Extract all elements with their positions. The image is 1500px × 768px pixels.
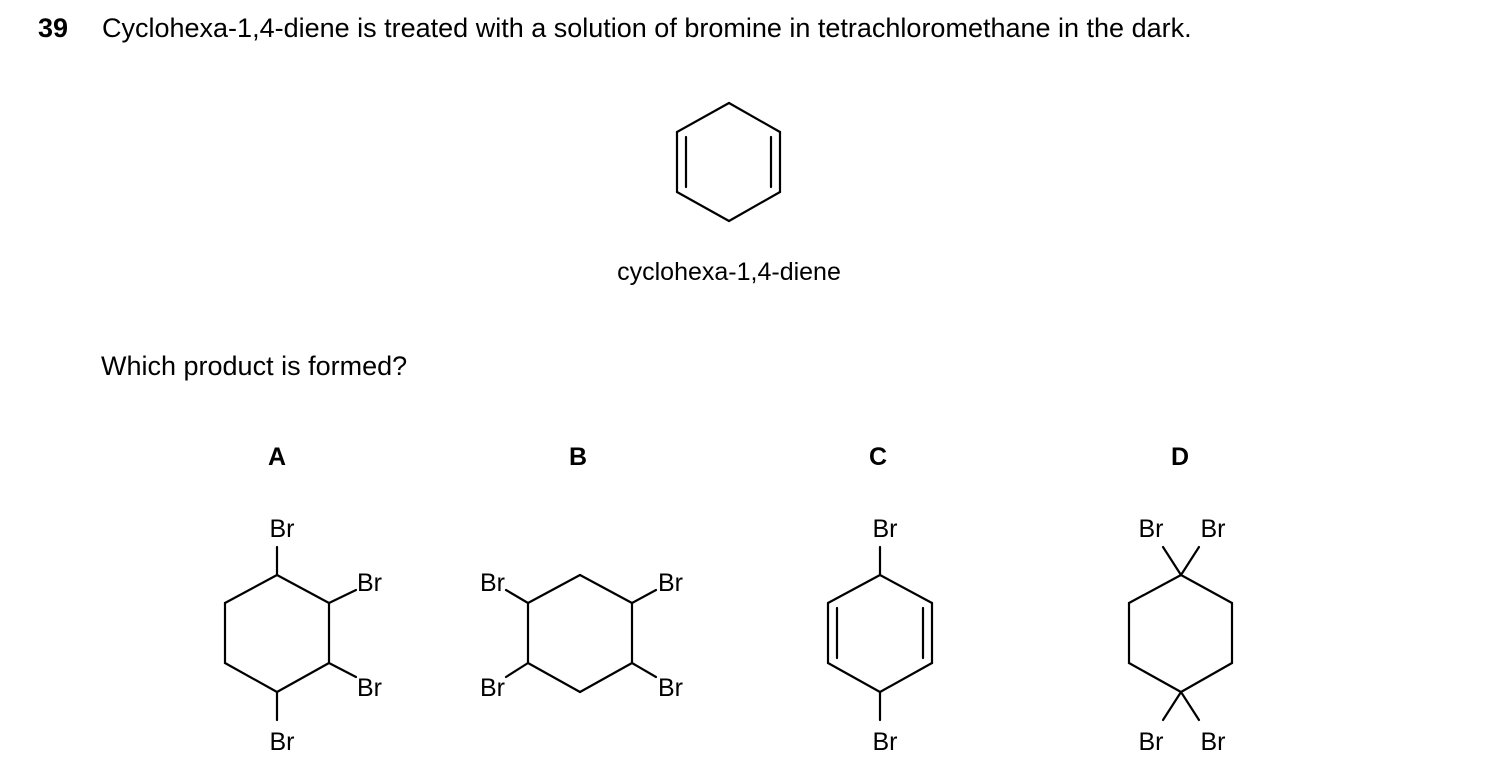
option-d-label: Br (1139, 728, 1164, 756)
question-text: Cyclohexa-1,4-diene is treated with a so… (102, 13, 1192, 43)
option-b: B Br Br Br Br (480, 443, 683, 702)
reactant-structure (675, 101, 782, 223)
option-a-label: Br (357, 674, 382, 702)
option-b-letter: B (569, 443, 587, 471)
option-a-label: Br (357, 569, 382, 597)
option-a-label: Br (270, 515, 295, 543)
option-c-label: Br (873, 728, 898, 756)
reactant-name: cyclohexa-1,4-diene (617, 258, 841, 286)
question-prompt: Which product is formed? (101, 351, 408, 381)
option-d-label: Br (1201, 515, 1226, 543)
option-d-letter: D (1171, 443, 1189, 471)
question-number: 39 (38, 13, 69, 43)
option-d: D Br Br Br Br (1127, 443, 1234, 756)
option-a-label: Br (270, 728, 295, 756)
option-c: C Br Br (826, 443, 934, 756)
option-b-label: Br (658, 674, 683, 702)
option-b-label: Br (658, 569, 683, 597)
option-a: A Br Br Br Br (223, 443, 382, 756)
option-d-label: Br (1139, 515, 1164, 543)
option-b-label: Br (480, 569, 505, 597)
option-b-label: Br (480, 674, 505, 702)
option-c-label: Br (873, 515, 898, 543)
option-a-letter: A (268, 443, 286, 471)
option-c-letter: C (869, 443, 887, 471)
option-d-label: Br (1201, 728, 1226, 756)
